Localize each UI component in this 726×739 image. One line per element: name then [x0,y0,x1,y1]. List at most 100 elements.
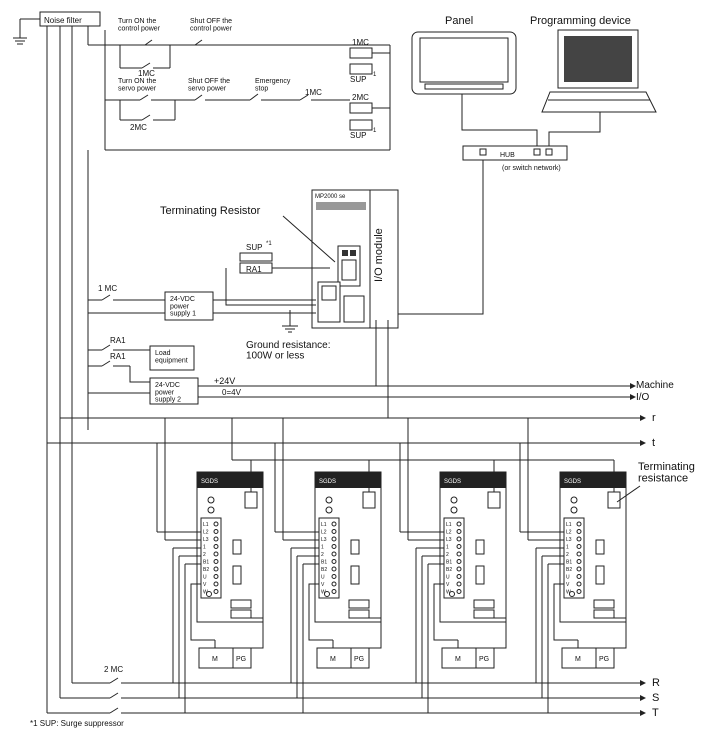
servo-connector [350,539,360,555]
encoder-cable [359,617,382,649]
sup-label-2: SUP [350,131,366,140]
mechatrolink-cable [231,328,389,460]
servo-terminal-label: 1 [446,545,449,551]
servo-terminal [576,581,582,587]
servo-terminal-label: W [566,590,571,596]
servo-terminal-label: W [321,590,326,596]
encoder-cable [484,617,507,649]
contact-1mc-coil-label: 1MC [352,38,369,47]
servo-comm-port [244,491,258,509]
plus-24v-label: +24V [214,376,235,386]
servo-terminal [213,544,219,549]
servo-terminal-label: U [321,575,325,581]
sup-label-3: SUP [246,243,262,252]
encoder-label: PG [599,656,609,663]
servo-terminal-label: B2 [321,567,327,573]
servo-terminal-label: L3 [203,537,209,543]
servo-terminal [331,521,337,527]
servo-terminal [213,529,219,534]
sup-label-1: SUP [350,75,366,84]
rail-S-label: S [652,692,659,704]
motor-power-cable [433,583,458,641]
servo-terminal-label: L2 [446,530,452,536]
servo-terminal [456,574,462,579]
motor-label: M [455,656,461,663]
servo-terminal [331,566,337,572]
servo-terminal [213,551,219,557]
servo-terminal-label: V [566,582,570,588]
rail-R-label: R [652,677,660,689]
servo-led [450,496,458,504]
mp2000-controller: MP2000 se I/O module Terminating Resisto… [160,189,399,362]
servo-header [315,472,381,488]
io-label: I/O [636,392,650,403]
ground-symbol-main [13,18,40,45]
servo-terminal-label: 1 [203,545,206,551]
servo-terminal [456,544,462,549]
ra1-contact-a-label: RA1 [110,336,126,345]
servo-terminal [576,529,582,534]
servo-terminal [576,559,582,564]
servo-terminal [331,581,337,587]
servo-terminal [456,581,462,587]
encoder-label: PG [236,656,246,663]
programming-device-label: Programming device [530,15,631,27]
servo-comm-port [607,491,621,509]
servo-led [325,496,333,504]
servo-label: SGDS [444,479,461,485]
servo-header [197,472,263,488]
servo-led [570,496,578,504]
servo-terminal [576,566,582,572]
servo-terminal [576,521,582,527]
servo-terminal-label: U [566,575,570,581]
servo-terminal-label: 2 [203,552,206,558]
servo-comm-port [362,491,376,509]
rail-T-label: T [652,707,659,719]
servo-terminal [456,521,462,527]
rail-t-label: t [652,437,655,449]
servo-connector [475,565,485,585]
servo-terminal [331,574,337,579]
servo-label: SGDS [564,479,581,485]
hub-note: (or switch network) [502,165,561,172]
servo-led [325,506,333,514]
servo-connector [595,565,605,585]
servo-terminal-label: B1 [566,560,572,566]
servo-connector [473,609,495,619]
servo-terminal [213,574,219,579]
servo-header [560,472,626,488]
servo-terminal [213,521,219,527]
motor-power-cable [308,583,333,641]
servo-terminal [331,589,337,594]
servo-terminal [213,581,219,587]
servo-terminal-label: 2 [446,552,449,558]
servo-terminal-label: V [321,582,325,588]
servo-screw [449,591,455,597]
machine-label: Machine [636,380,674,391]
panel-device: Panel [411,15,517,95]
main-power-lines [46,26,89,713]
servo-terminal [456,559,462,564]
servo-terminal [576,551,582,557]
contact-2mc-main-label: 2 MC [104,665,123,674]
motor-label: M [575,656,581,663]
contact-1mc-ps-label: 1 MC [98,284,117,293]
servo-connector [230,599,252,609]
servo-terminal [456,566,462,572]
servo-connector [348,599,370,609]
servo-led [207,506,215,514]
servo-terminal-label: L1 [446,522,452,528]
servo-comm-port [487,491,501,509]
servo-terminal-label: 1 [321,545,324,551]
servo-terminal [576,589,582,594]
servo-terminal [331,536,337,542]
servo-terminal-label: B1 [203,560,209,566]
servo-terminal-label: 1 [566,545,569,551]
